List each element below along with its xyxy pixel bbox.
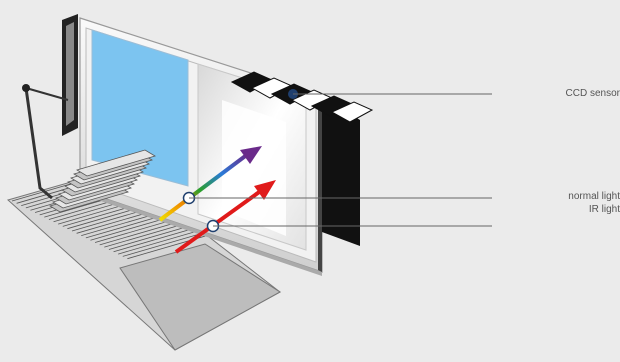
frame-back-bar — [62, 14, 78, 136]
brush-arm — [22, 84, 68, 198]
ccd-sensor-label: CCD sensor — [566, 88, 620, 99]
normal-light-label: normal light — [568, 191, 620, 202]
ir-light-label: IR light — [589, 204, 620, 215]
